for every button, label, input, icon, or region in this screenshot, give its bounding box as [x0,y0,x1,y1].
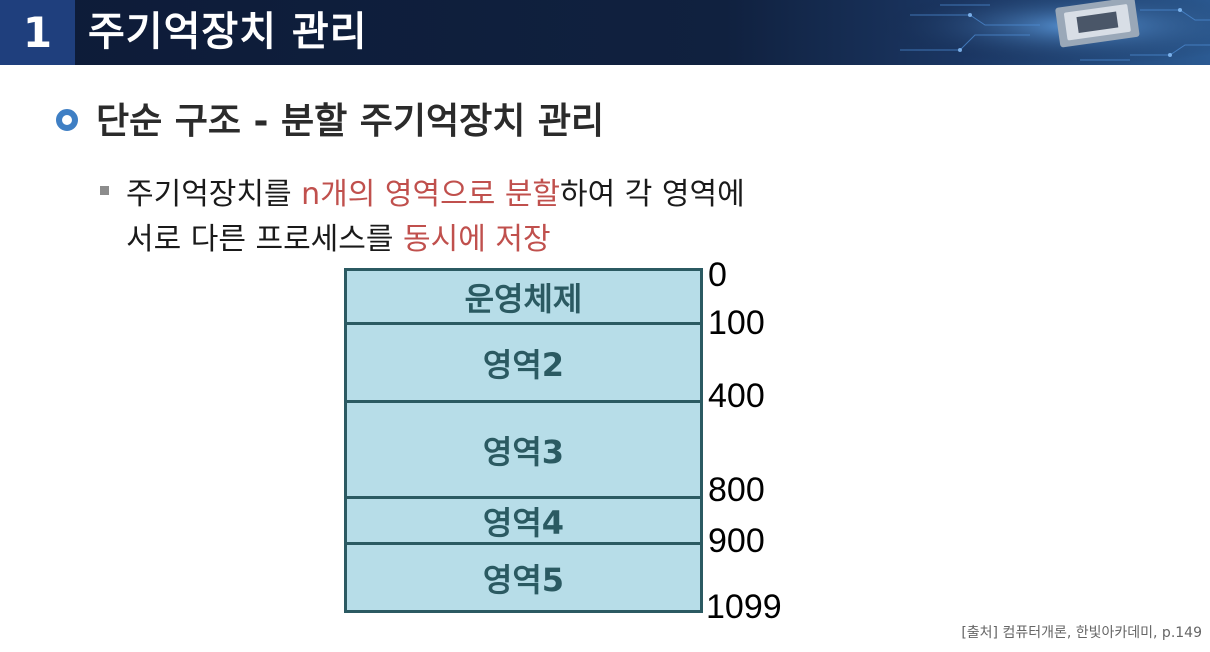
text-line1-part2: 하여 각 영역에 [560,177,745,212]
partition-region-2: 영역2 [344,322,703,403]
address-label: 800 [708,471,765,509]
slide-number: 1 [22,8,53,57]
highlight-partition: n개의 영역으로 분할 [301,177,561,212]
partition-region-3: 영역3 [344,400,703,499]
address-label: 900 [708,522,765,560]
description-text: 주기억장치를 n개의 영역으로 분할하여 각 영역에 서로 다른 프로세스를 동… [126,172,886,262]
square-bullet-icon [100,186,109,195]
circuit-chip-decoration [880,0,1210,65]
partition-region-5: 영역5 [344,542,703,613]
slide-number-box [0,0,75,65]
text-line2-part1: 서로 다른 프로세스를 [126,222,404,257]
slide-header: 1 주기억장치 관리 [0,0,1210,65]
partition-region-4: 영역4 [344,496,703,545]
source-citation: [출처] 컴퓨터개론, 한빛아카데미, p.149 [961,625,1202,641]
address-label: 400 [708,377,765,415]
slide-title: 주기억장치 관리 [88,9,368,55]
partition-os: 운영체제 [344,268,703,325]
highlight-simultaneous: 동시에 저장 [403,222,551,257]
address-label: 100 [708,304,765,342]
circle-bullet-icon [56,109,78,131]
address-label: 1099 [706,588,782,626]
section-heading-text: 단순 구조 - 분할 주기억장치 관리 [96,101,605,142]
text-line1-part1: 주기억장치를 [126,177,302,212]
